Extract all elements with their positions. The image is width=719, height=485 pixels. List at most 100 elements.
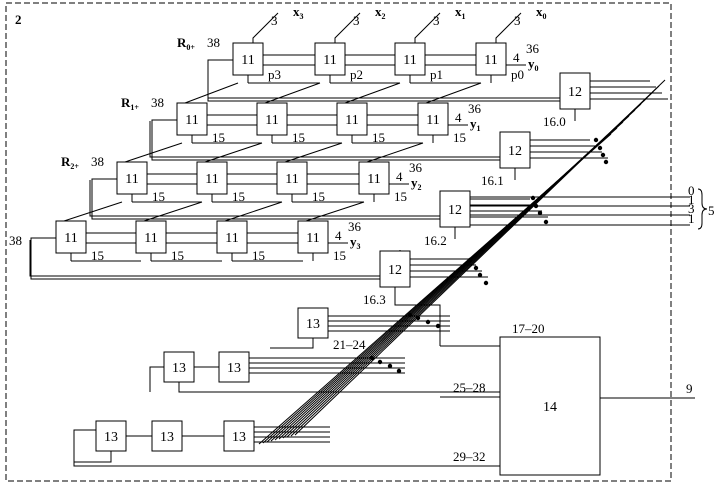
junction-dot [597,145,603,151]
block-13-label: 13 [306,317,320,332]
side-output-label: 3 [688,201,695,216]
bus-width-15: 15 [212,130,225,145]
adder-block-11 [116,161,148,195]
output-label-y1: y1 [470,116,481,133]
register-bus [30,237,56,268]
adder-block-11 [394,42,426,76]
group-label-29-32: 29–32 [453,449,486,464]
adder-block-11 [336,102,368,136]
inter-row-link [63,201,123,222]
inter-row-link [264,82,321,104]
input-label-x3: x3 [293,4,304,21]
register-bus [151,119,177,150]
mux-block-12 [439,190,471,228]
loop-wire [89,180,440,217]
inter-row-link [344,82,401,104]
group-label-21-24: 21–24 [333,337,366,352]
block-13 [218,351,250,383]
loop-wire [178,382,500,393]
bus-width-15: 15 [312,189,325,204]
adder-block-11-label: 11 [144,231,157,246]
output-bits: 36 [348,219,362,234]
inter-row-link [425,82,482,104]
bus-width-15: 15 [91,248,104,263]
mux-block-12-label: 12 [388,263,402,278]
adder-block-11 [358,161,390,195]
output-label-y3: y3 [350,234,361,251]
bus-width-15: 15 [232,189,245,204]
brace [697,188,708,230]
input-width: 3 [514,13,521,28]
block-13-label: 13 [160,430,174,445]
block-14-label: 14 [543,400,557,415]
loop-wire [149,121,500,158]
output-9-label: 9 [686,381,693,396]
output-width: 4 [513,50,520,65]
output-bits: 36 [468,101,482,116]
adder-block-11 [216,220,248,254]
junction-dot [543,219,549,225]
mux-input-wire [151,150,500,161]
register-label-r2: R2+ [61,154,79,171]
output-width: 4 [335,228,342,243]
adder-block-11-label: 11 [241,53,254,68]
junction-dot [369,355,375,361]
input-wire [252,12,279,43]
adder-block-11-label: 11 [185,113,198,128]
block-13 [151,420,183,452]
side-output-label: 1 [688,211,695,226]
group-label-17-20: 17–20 [512,321,545,336]
output-label-y0: y0 [528,56,539,73]
register-bus [207,59,233,90]
inter-row-link [184,82,239,104]
adder-block-11-label: 11 [403,53,416,68]
adder-block-11-label: 11 [426,113,439,128]
inter-row-link [224,201,283,222]
block-13 [163,351,195,383]
input-wire [495,12,522,43]
partial-label: p0 [511,67,524,82]
loop-wire [149,366,164,392]
block-13-label: 13 [232,430,246,445]
register-label-r1: R1+ [121,95,139,112]
junction-dot [530,195,536,201]
mux-input-wire [91,209,440,220]
junction-dot [407,312,413,318]
input-label-x0: x0 [536,4,547,21]
bus-width-15: 15 [453,130,466,145]
junction-dot [477,272,483,278]
input-label-x2: x2 [375,4,386,21]
junction-dot [603,159,609,165]
bus-width-15: 15 [333,248,346,263]
junction-dot [483,280,489,286]
adder-block-11 [314,42,346,76]
junction-dot [533,203,539,209]
brace-label: 5 [708,203,715,218]
mux-label: 16.0 [543,114,566,129]
register-width: 38 [207,35,220,50]
adder-block-11-label: 11 [64,231,77,246]
bus-width-15: 15 [152,189,165,204]
inter-row-link [284,142,343,163]
inter-row-link [366,142,424,163]
adder-block-11 [276,161,308,195]
block-13-label: 13 [104,430,118,445]
block-13-label: 13 [227,361,241,376]
output-width: 4 [396,169,403,184]
mux-block-12-label: 12 [448,203,462,218]
bus-width-15: 15 [372,130,385,145]
junction-dot [467,257,473,263]
input-wire [334,12,361,43]
input-width: 3 [271,13,278,28]
adder-block-11-label: 11 [125,172,138,187]
partial-label: p3 [268,67,281,82]
input-width: 3 [353,13,360,28]
bus-width-15: 15 [292,130,305,145]
register-label-r0: R0+ [177,35,195,52]
junction-dot [377,359,383,365]
adder-block-11 [256,102,288,136]
junction-dot [415,315,421,321]
inter-row-link [143,201,203,222]
block-14 [499,336,601,476]
adder-block-11 [55,220,87,254]
